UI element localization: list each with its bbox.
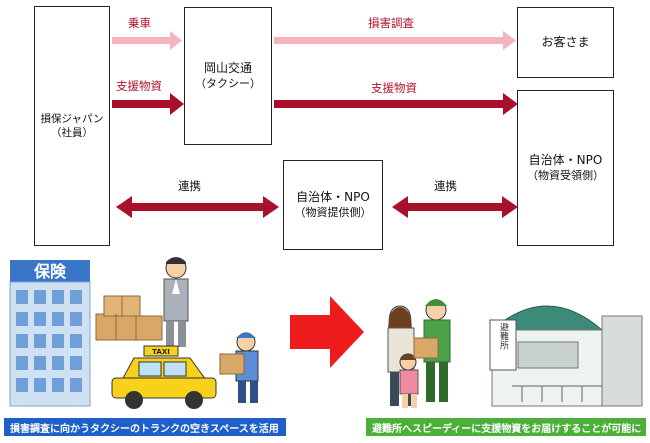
damage-survey-arrow bbox=[274, 31, 516, 50]
right-caption-text: 避難所へスピーディーに支援物資をお届けすることが可能に bbox=[372, 423, 642, 435]
supplies-arrow-left bbox=[112, 93, 184, 115]
right-illustration: 避難所 bbox=[387, 299, 643, 408]
sompo-japan-box: 損保ジャパン （社員） bbox=[34, 6, 110, 246]
supplies-label-left: 支援物資 bbox=[116, 79, 162, 93]
taxi-icon: TAXI bbox=[111, 345, 217, 409]
supplies-arrow-right bbox=[274, 93, 518, 115]
left-illustration: 保険 TAXI bbox=[9, 257, 259, 409]
okayama-line2: （タクシー） bbox=[195, 76, 261, 90]
supplies-label-right: 支援物資 bbox=[371, 81, 417, 95]
provider-box: 自治体・NPO （物資提供側） bbox=[283, 160, 383, 250]
okayama-line1: 岡山交通 bbox=[203, 61, 252, 76]
right-caption-banner: 避難所へスピーディーに支援物資をお届けすることが可能に bbox=[366, 418, 646, 436]
link-arrow-right bbox=[392, 196, 518, 218]
ride-arrow bbox=[112, 31, 182, 50]
delivery-person-icon bbox=[219, 332, 259, 403]
provider-line2: （物資提供側） bbox=[294, 205, 372, 219]
shelter-building-icon: 避難所 bbox=[489, 305, 643, 407]
taxi-sign-text: TAXI bbox=[152, 348, 170, 356]
big-transition-arrow bbox=[290, 296, 364, 368]
receiver-line1: 自治体・NPO bbox=[528, 153, 603, 168]
provider-line1: 自治体・NPO bbox=[296, 190, 370, 205]
ride-label: 乗車 bbox=[128, 16, 151, 30]
customer-line1: お客さま bbox=[541, 35, 590, 50]
customer-box: お客さま bbox=[517, 7, 614, 78]
shelter-sign-text: 避難所 bbox=[498, 321, 509, 350]
insurance-building-icon: 保険 bbox=[9, 260, 91, 407]
sompo-line2: （社員） bbox=[51, 127, 93, 139]
building-sign-text: 保険 bbox=[33, 262, 67, 281]
left-caption-banner: 損害調査に向かうタクシーのトランクの空きスペースを活用 bbox=[4, 418, 286, 436]
link-arrow-left bbox=[116, 196, 279, 218]
delivery-staff-icon bbox=[413, 299, 451, 402]
child-icon bbox=[399, 353, 419, 408]
receiver-box: 自治体・NPO （物資受領側） bbox=[517, 90, 614, 246]
okayama-taxi-box: 岡山交通 （タクシー） bbox=[184, 7, 272, 145]
receiver-line2: （物資受領側） bbox=[527, 168, 604, 182]
cardboard-boxes-icon bbox=[95, 295, 163, 341]
sompo-line1: 損保ジャパン bbox=[40, 112, 104, 125]
damage-survey-label: 損害調査 bbox=[368, 16, 414, 30]
staff-person-icon bbox=[163, 257, 189, 347]
link-label-left: 連携 bbox=[178, 179, 201, 193]
link-label-right: 連携 bbox=[434, 179, 457, 193]
left-caption-text: 損害調査に向かうタクシーのトランクの空きスペースを活用 bbox=[10, 423, 279, 435]
